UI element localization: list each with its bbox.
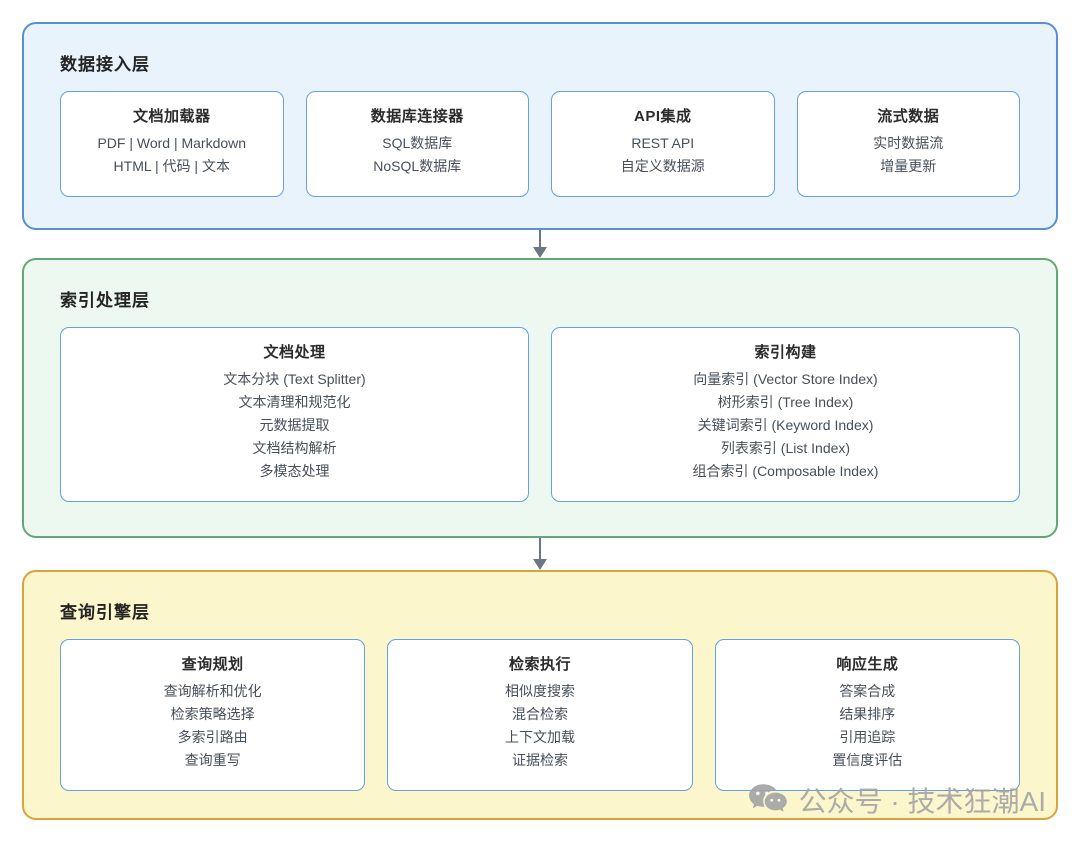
card-api-integration: API集成 REST API 自定义数据源 (551, 91, 775, 197)
card-line: 相似度搜索 (504, 683, 575, 699)
card-title: 检索执行 (508, 656, 571, 673)
card-line: REST API (631, 135, 695, 151)
layer-query-engine-cards: 查询规划 查询解析和优化 检索策略选择 多索引路由 查询重写 检索执行 相似度搜… (60, 639, 1020, 791)
card-line: 多索引路由 (177, 729, 248, 745)
card-line: 关键词索引 (Keyword Index) (697, 417, 874, 433)
card-line: NoSQL数据库 (373, 158, 462, 174)
card-retrieval-execution: 检索执行 相似度搜索 混合检索 上下文加载 证据检索 (387, 639, 693, 791)
card-title: 流式数据 (877, 108, 940, 125)
card-line: 文本分块 (Text Splitter) (223, 371, 366, 387)
card-streaming-data: 流式数据 实时数据流 增量更新 (796, 91, 1020, 197)
layer-index-processing-cards: 文档处理 文本分块 (Text Splitter) 文本清理和规范化 元数据提取… (60, 327, 1020, 502)
card-line: 混合检索 (511, 706, 568, 722)
card-title: 索引构建 (754, 344, 817, 361)
card-title: 文档处理 (263, 344, 326, 361)
flow-arrow-data-to-index (0, 230, 1080, 258)
layer-title-data-access: 数据接入层 (60, 55, 150, 74)
card-title: API集成 (633, 108, 692, 125)
card-line: 文本清理和规范化 (238, 394, 351, 410)
card-line: 查询解析和优化 (163, 683, 262, 699)
watermark-text: 公众号 · 技术狂潮AI (798, 786, 1046, 817)
down-arrow-icon (533, 559, 547, 570)
card-response-generation: 响应生成 答案合成 结果排序 引用追踪 置信度评估 (714, 639, 1020, 791)
watermark: 公众号 · 技术狂潮AI (747, 780, 1046, 820)
down-arrow-icon (533, 247, 547, 258)
card-line: 增量更新 (880, 158, 937, 174)
card-document-processing: 文档处理 文本分块 (Text Splitter) 文本清理和规范化 元数据提取… (60, 327, 529, 502)
down-arrow-line (539, 230, 541, 248)
card-line: 向量索引 (Vector Store Index) (693, 371, 878, 387)
card-database-connector: 数据库连接器 SQL数据库 NoSQL数据库 (305, 91, 529, 197)
card-line: 检索策略选择 (170, 706, 255, 722)
card-line: 证据检索 (511, 752, 568, 768)
card-line: 多模态处理 (259, 463, 330, 479)
card-line: 列表索引 (List Index) (720, 440, 851, 456)
wechat-icon (747, 782, 789, 818)
card-line: HTML | 代码 | 文本 (113, 158, 230, 174)
card-line: 上下文加载 (504, 729, 575, 745)
card-title: 查询规划 (181, 656, 244, 673)
down-arrow-line (539, 538, 541, 560)
card-line: 文档结构解析 (252, 440, 337, 456)
layer-query-engine: 查询引擎层 查询规划 查询解析和优化 检索策略选择 多索引路由 查询重写 检索执… (22, 570, 1058, 820)
flow-arrow-index-to-query (0, 538, 1080, 570)
layer-data-access: 数据接入层 文档加载器 PDF | Word | Markdown HTML |… (22, 22, 1058, 230)
card-line: 实时数据流 (873, 135, 944, 151)
layer-data-access-cards: 文档加载器 PDF | Word | Markdown HTML | 代码 | … (60, 91, 1020, 197)
card-query-planning: 查询规划 查询解析和优化 检索策略选择 多索引路由 查询重写 (60, 639, 366, 791)
card-line: 组合索引 (Composable Index) (692, 463, 879, 479)
card-line: PDF | Word | Markdown (97, 135, 247, 151)
card-title: 响应生成 (836, 656, 899, 673)
card-line: 引用追踪 (839, 729, 896, 745)
card-title: 文档加载器 (132, 108, 211, 125)
card-line: 自定义数据源 (620, 158, 705, 174)
card-line: 查询重写 (184, 752, 241, 768)
layer-title-query-engine: 查询引擎层 (60, 603, 150, 622)
card-index-building: 索引构建 向量索引 (Vector Store Index) 树形索引 (Tre… (551, 327, 1020, 502)
card-line: 答案合成 (839, 683, 896, 699)
card-document-loader: 文档加载器 PDF | Word | Markdown HTML | 代码 | … (60, 91, 284, 197)
card-title: 数据库连接器 (370, 108, 464, 125)
card-line: 结果排序 (839, 706, 896, 722)
card-line: 元数据提取 (259, 417, 330, 433)
card-line: 树形索引 (Tree Index) (717, 394, 854, 410)
card-line: SQL数据库 (382, 135, 453, 151)
layer-index-processing: 索引处理层 文档处理 文本分块 (Text Splitter) 文本清理和规范化… (22, 258, 1058, 538)
layer-title-index-processing: 索引处理层 (60, 291, 150, 310)
card-line: 置信度评估 (832, 752, 903, 768)
